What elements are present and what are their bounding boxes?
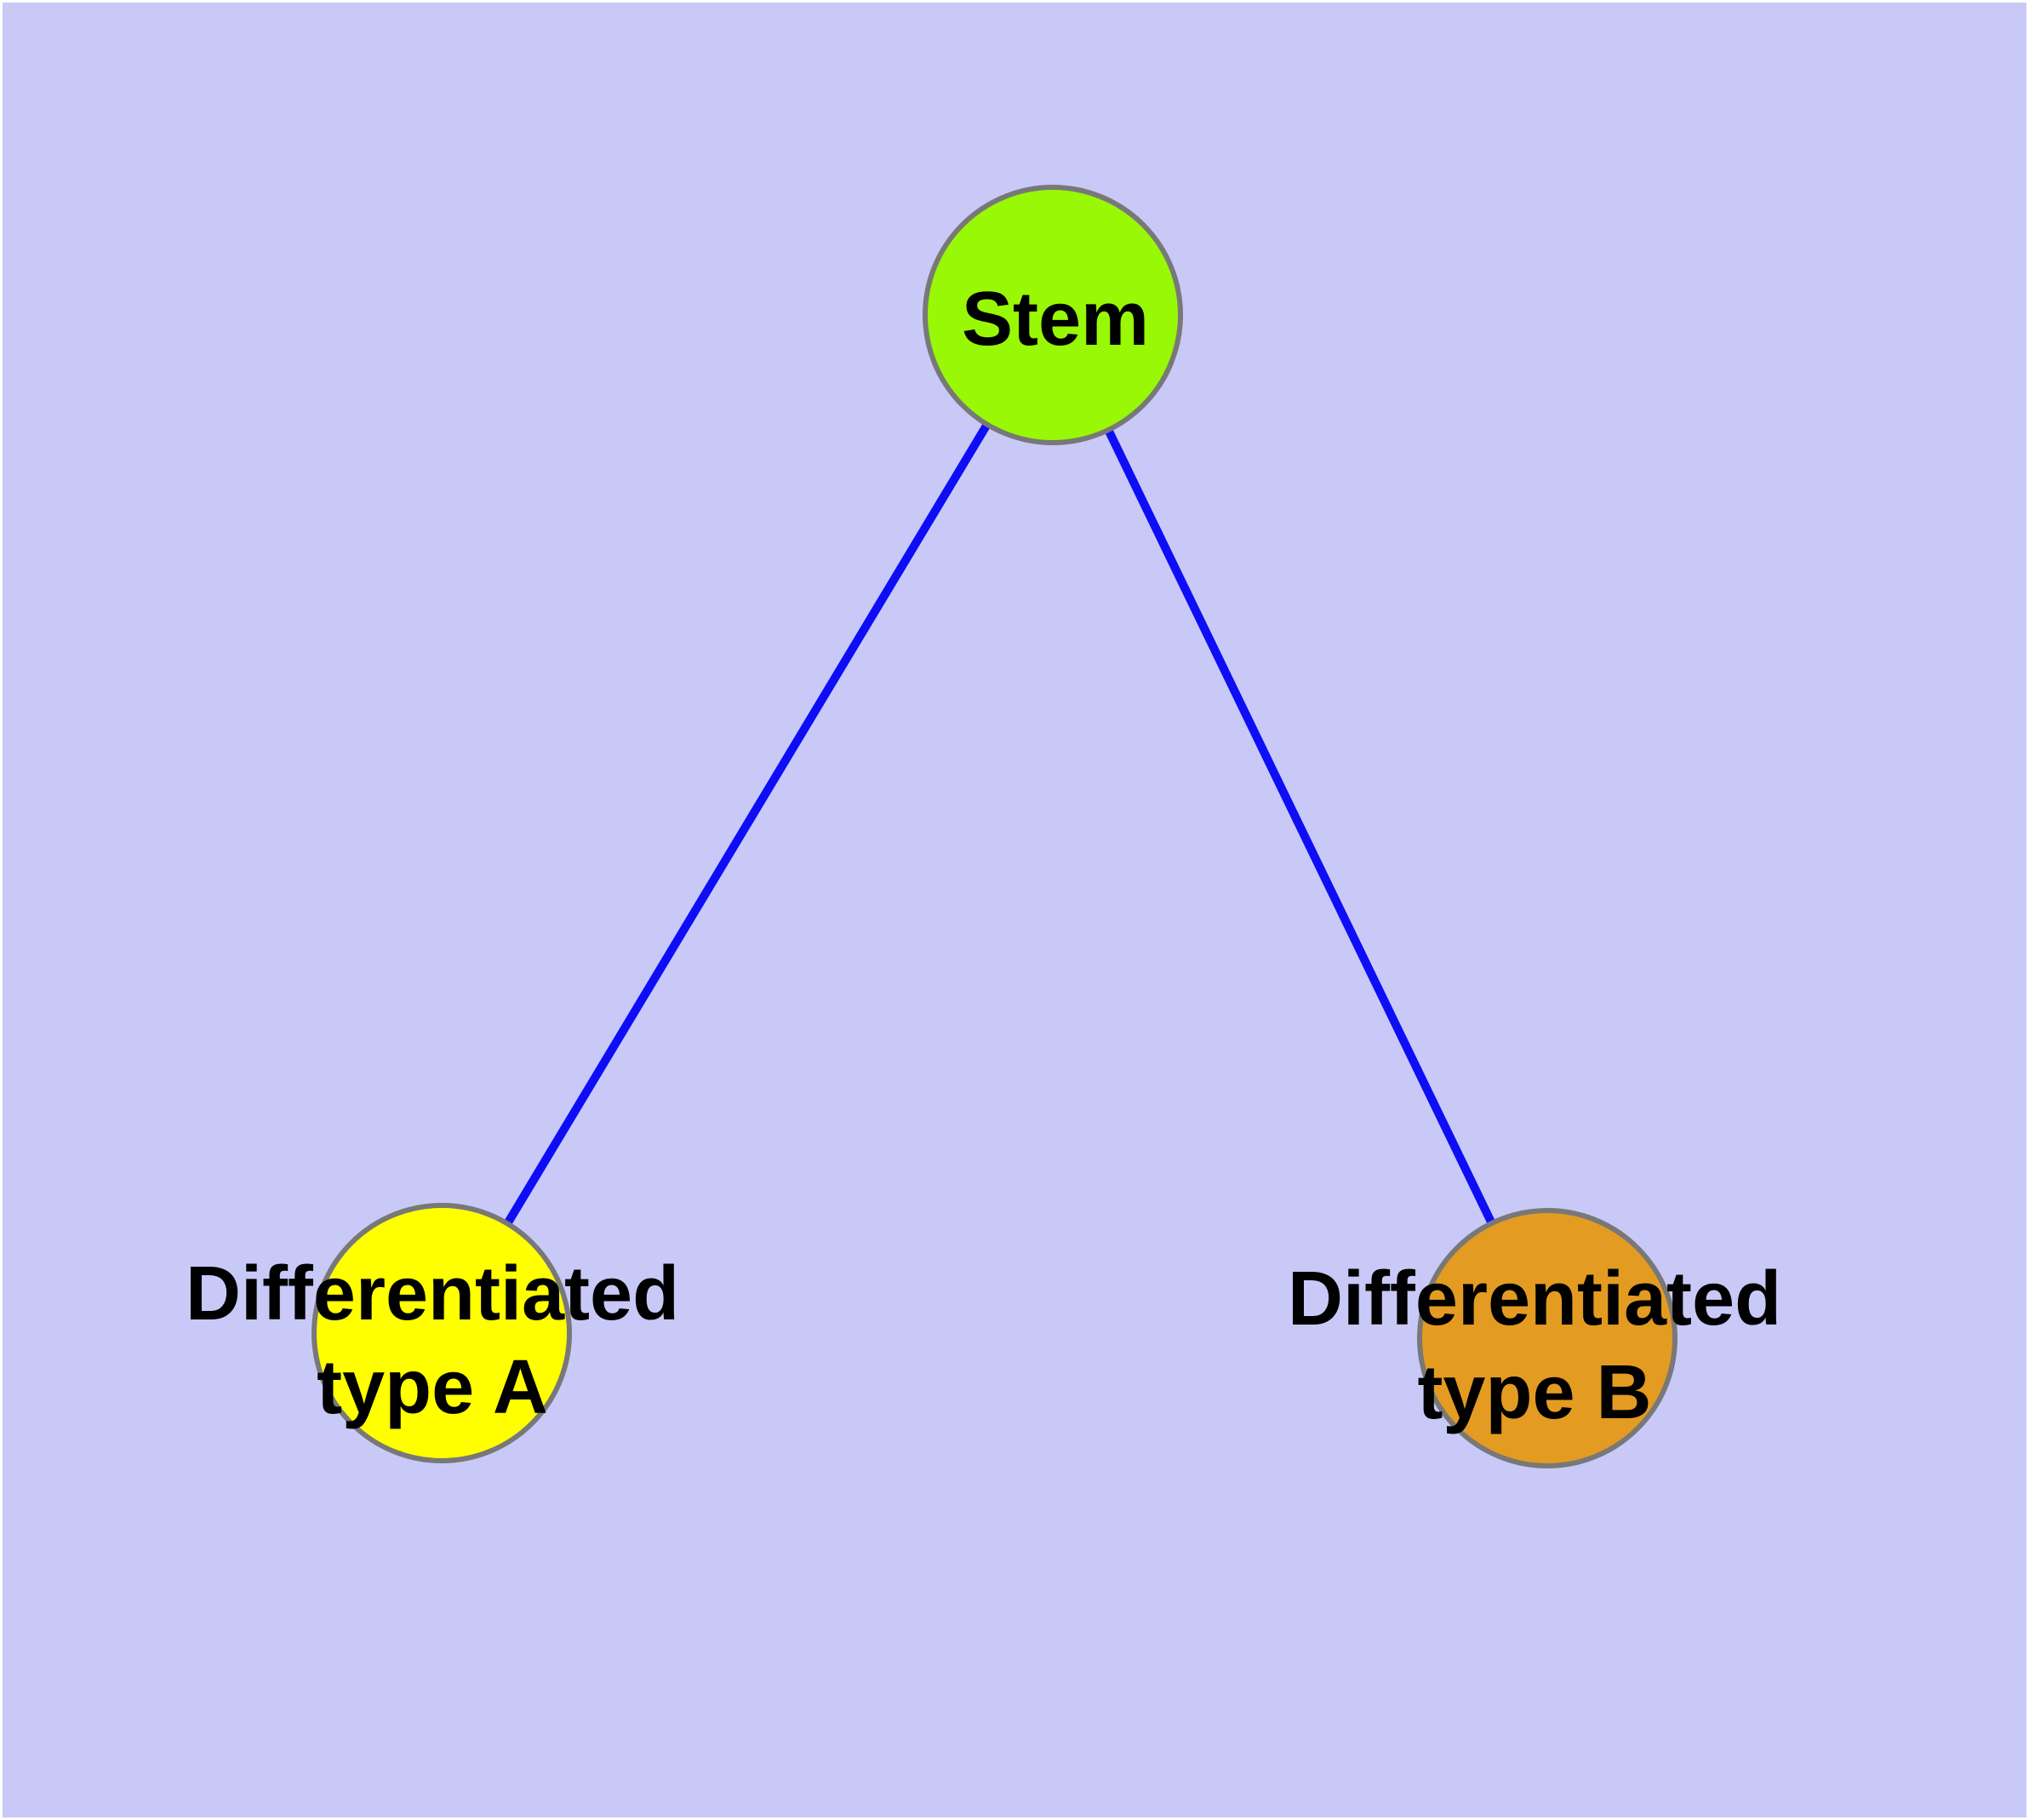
edge-stem-to-typeB bbox=[1049, 312, 1552, 1341]
node-differentiated-type-a bbox=[311, 1203, 572, 1463]
node-differentiated-type-b bbox=[1417, 1208, 1677, 1468]
graph-svg bbox=[3, 3, 2026, 1817]
node-stem bbox=[923, 185, 1183, 445]
edge-stem-to-typeA bbox=[437, 312, 1057, 1336]
plot-area: Stem Differentiated type A Differentiate… bbox=[3, 3, 2026, 1817]
